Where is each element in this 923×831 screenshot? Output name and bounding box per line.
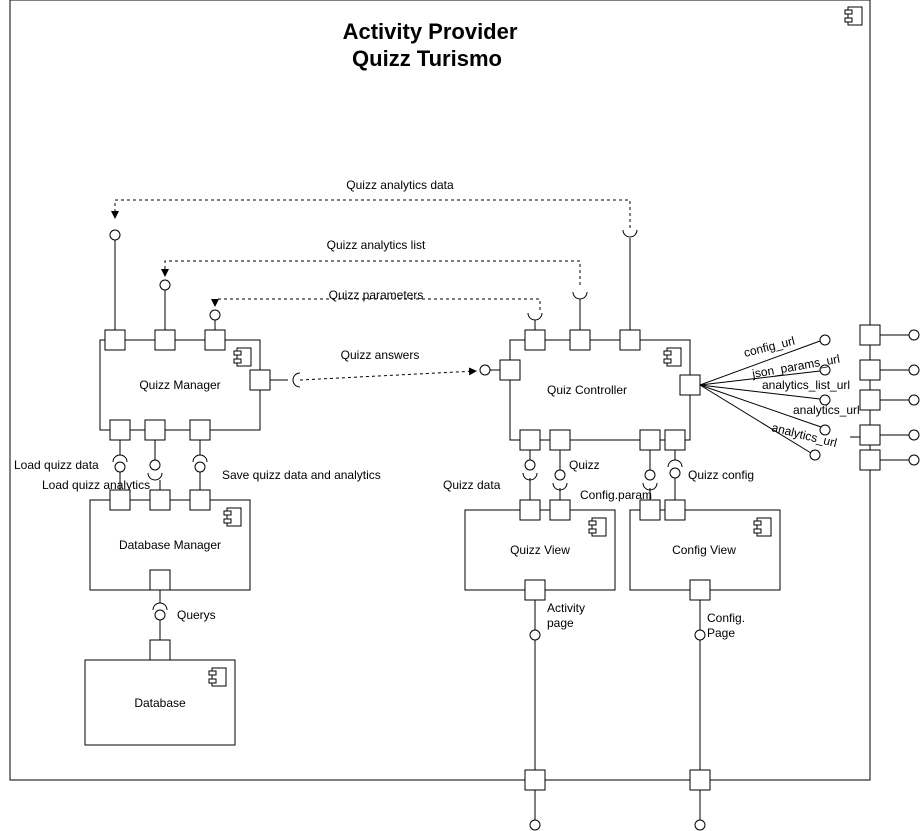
analytics-list-connector: [159, 260, 588, 330]
database-manager-component[interactable]: [89, 489, 251, 591]
port: [149, 569, 171, 591]
port: [109, 419, 131, 441]
querys-label: Querys: [177, 608, 216, 622]
manager-db-interfaces: [112, 440, 208, 490]
port: [144, 419, 166, 441]
port: [204, 329, 226, 351]
database-manager-label: Database Manager: [119, 538, 221, 552]
quizz-manager-label: Quizz Manager: [139, 378, 220, 392]
quizz-label: Quizz: [569, 458, 600, 472]
quiz-controller-label: Quiz Controller: [547, 383, 627, 397]
port: [249, 369, 271, 391]
answers-label: Quizz answers: [341, 348, 420, 362]
save-quizz-label: Save quizz data and analytics: [222, 468, 381, 482]
activity-page-label-2: page: [547, 616, 574, 630]
component-icon: [588, 517, 607, 537]
port: [664, 429, 686, 451]
port: [109, 489, 131, 511]
quizz-data-label: Quizz data: [443, 478, 501, 492]
port: [189, 489, 211, 511]
component-icon: [663, 347, 682, 367]
quizz-manager-component[interactable]: [99, 329, 271, 441]
config-page-label-2: Page: [707, 626, 735, 640]
config-page-label-1: Config.: [707, 611, 745, 625]
quizz-config-label: Quizz config: [688, 468, 754, 482]
quizz-view-component[interactable]: [464, 499, 616, 601]
port: [639, 429, 661, 451]
analytics-data-connector: [109, 199, 638, 330]
answers-connector: [270, 364, 500, 388]
analytics-list-label: Quizz analytics list: [327, 238, 426, 252]
port: [619, 329, 641, 351]
port: [149, 639, 171, 661]
diagram-title-line1: Activity Provider: [343, 19, 518, 44]
analytics-list-url-label: analytics_list_url: [762, 378, 850, 392]
database-label: Database: [134, 696, 186, 710]
port: [154, 329, 176, 351]
component-icon: [223, 507, 242, 527]
component-icon: [233, 347, 252, 367]
port: [639, 499, 661, 521]
port: [499, 359, 521, 381]
port: [664, 499, 686, 521]
port: [519, 429, 541, 451]
config-param-label: Config.param: [580, 488, 652, 502]
port: [189, 419, 211, 441]
config-view-label: Config View: [672, 543, 736, 557]
port: [679, 374, 701, 396]
quiz-controller-component[interactable]: [499, 329, 701, 451]
database-component[interactable]: [84, 639, 236, 746]
component-icon: [844, 6, 863, 26]
querys-interface: [152, 590, 168, 640]
component-icon: [208, 667, 227, 687]
port: [549, 429, 571, 451]
quizz-view-label: Quizz View: [510, 543, 570, 557]
parameters-connector: [209, 298, 543, 330]
page-interfaces: [524, 600, 711, 831]
activity-page-label-1: Activity: [547, 601, 585, 615]
parameters-label: Quizz parameters: [329, 288, 424, 302]
analytics-data-label: Quizz analytics data: [346, 178, 454, 192]
port: [569, 329, 591, 351]
controller-view-interfaces: [522, 450, 683, 500]
analytics-url-label-1: analytics_url: [793, 403, 860, 417]
load-quizz-analytics-label: Load quizz analytics: [42, 478, 150, 492]
component-icon: [753, 517, 772, 537]
diagram-title-line2: Quizz Turismo: [352, 46, 502, 71]
boundary-ports-right: [859, 324, 920, 471]
port: [519, 499, 541, 521]
port: [524, 579, 546, 601]
load-quizz-data-label: Load quizz data: [14, 458, 99, 472]
port: [104, 329, 126, 351]
external-url-connectors: [699, 334, 860, 461]
port: [524, 329, 546, 351]
config-view-component[interactable]: [629, 499, 781, 601]
port: [149, 489, 171, 511]
port: [689, 579, 711, 601]
port: [549, 499, 571, 521]
